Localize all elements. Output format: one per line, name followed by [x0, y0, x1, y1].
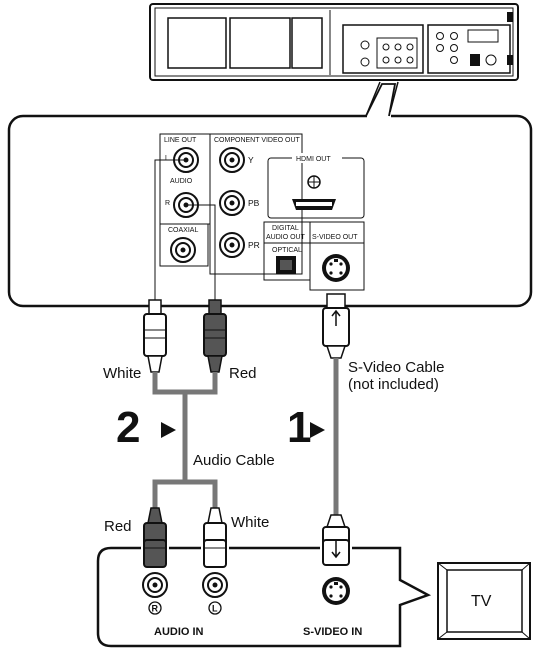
red-plug-top: [203, 299, 227, 373]
component-pr-jack: [219, 232, 245, 258]
component-y-mark: Y: [248, 155, 254, 165]
svideo-cable: [322, 293, 350, 578]
audio-label: AUDIO: [170, 178, 193, 185]
red-top-label: Red: [229, 365, 257, 382]
component-pb-jack: [219, 190, 245, 216]
svideo-cable-label: S-Video Cable: [348, 359, 444, 376]
svideo-in-label: S-VIDEO IN: [303, 626, 362, 638]
coaxial-label: COAXIAL: [168, 227, 198, 234]
tv-input-panel: R L AUDIO IN S-VIDEO IN: [96, 539, 432, 648]
coaxial-group: [159, 223, 209, 267]
audio-out-label: AUDIO OUT: [266, 234, 306, 241]
coaxial-jack: [170, 237, 196, 263]
optical-port: [276, 256, 296, 274]
white-top-label: White: [103, 365, 141, 382]
step-2-arrow: [161, 422, 176, 438]
audio-in-l-jack: [202, 572, 228, 598]
step-2-marker: 2: [116, 403, 176, 452]
hdmi-port: [292, 175, 336, 210]
audio-in-r-jack: [142, 572, 168, 598]
step-1-marker: 1: [287, 403, 325, 452]
zoomed-back-panel: LINE OUT L AUDIO R COAXIAL COMPONENT VID…: [7, 83, 533, 308]
svideo-out-port: [322, 254, 350, 282]
audio-r-mark: R: [165, 200, 170, 207]
r-mark: R: [152, 604, 159, 614]
dvd-player-rear: [149, 3, 519, 117]
svideo-in-port: [322, 577, 350, 605]
l-mark: L: [212, 604, 218, 614]
component-pr-mark: PR: [248, 240, 260, 250]
audio-cable-label: Audio Cable: [193, 452, 275, 469]
l-mark-circle: [208, 601, 222, 615]
audio-l-mark: L: [165, 155, 169, 162]
red-bottom-label: Red: [104, 518, 132, 535]
tv-label: TV: [471, 593, 492, 610]
component-y-jack: [219, 147, 245, 173]
tv-set: TV: [437, 562, 531, 640]
r-mark-circle: [148, 601, 162, 615]
optical-label: OPTICAL: [272, 247, 302, 254]
digital-label: DIGITAL: [272, 225, 299, 232]
hdmi-out-label: HDMI OUT: [296, 156, 331, 163]
svideo-out-group: [309, 221, 365, 291]
white-bottom-label: White: [231, 514, 269, 531]
audio-in-label: AUDIO IN: [154, 626, 204, 638]
step-1-arrow: [310, 422, 325, 438]
svideo-out-label: S-VIDEO OUT: [312, 234, 358, 241]
component-pb-mark: PB: [248, 198, 260, 208]
white-plug-top: [143, 299, 167, 373]
line-out-label: LINE OUT: [164, 137, 197, 144]
step-2-number: 2: [116, 403, 140, 452]
svideo-cable-note: (not included): [348, 376, 439, 393]
component-video-label: COMPONENT VIDEO OUT: [214, 137, 301, 144]
step-1-number: 1: [287, 403, 311, 452]
